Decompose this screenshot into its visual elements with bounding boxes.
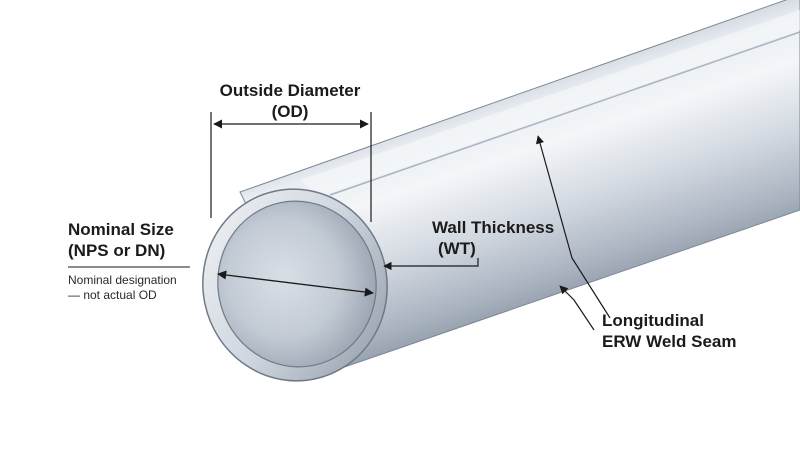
wall-label-line1: Wall Thickness: [432, 218, 555, 237]
nominal-note-line1: Nominal designation: [68, 273, 177, 287]
seam-label-line2: ERW Weld Seam: [602, 332, 737, 351]
nominal-label-line2: (NPS or DN): [68, 241, 166, 260]
weld-seam-line: [329, 31, 800, 196]
wall-thickness-leader: [383, 258, 479, 271]
inner-diameter-arrow: [217, 270, 374, 297]
nominal-size-label: Nominal Size (NPS or DN): [68, 219, 174, 261]
od-label: Outside Diameter (OD): [205, 80, 375, 122]
seam-leader-bottom: [559, 285, 595, 331]
weld-seam-label: Longitudinal ERW Weld Seam: [602, 310, 736, 352]
nominal-note-line2: — not actual OD: [68, 288, 157, 302]
seam-leader-top: [535, 135, 611, 319]
pipe-highlight: [300, 10, 800, 196]
wall-thickness-label: Wall Thickness (WT): [432, 217, 554, 259]
nominal-label-line1: Nominal Size: [68, 220, 174, 239]
wall-label-line2: (WT): [438, 239, 476, 258]
od-label-line2: (OD): [271, 102, 309, 121]
nominal-note: Nominal designation — not actual OD: [68, 273, 177, 303]
seam-label-line1: Longitudinal: [602, 311, 704, 330]
od-label-line1: Outside Diameter: [219, 81, 361, 100]
